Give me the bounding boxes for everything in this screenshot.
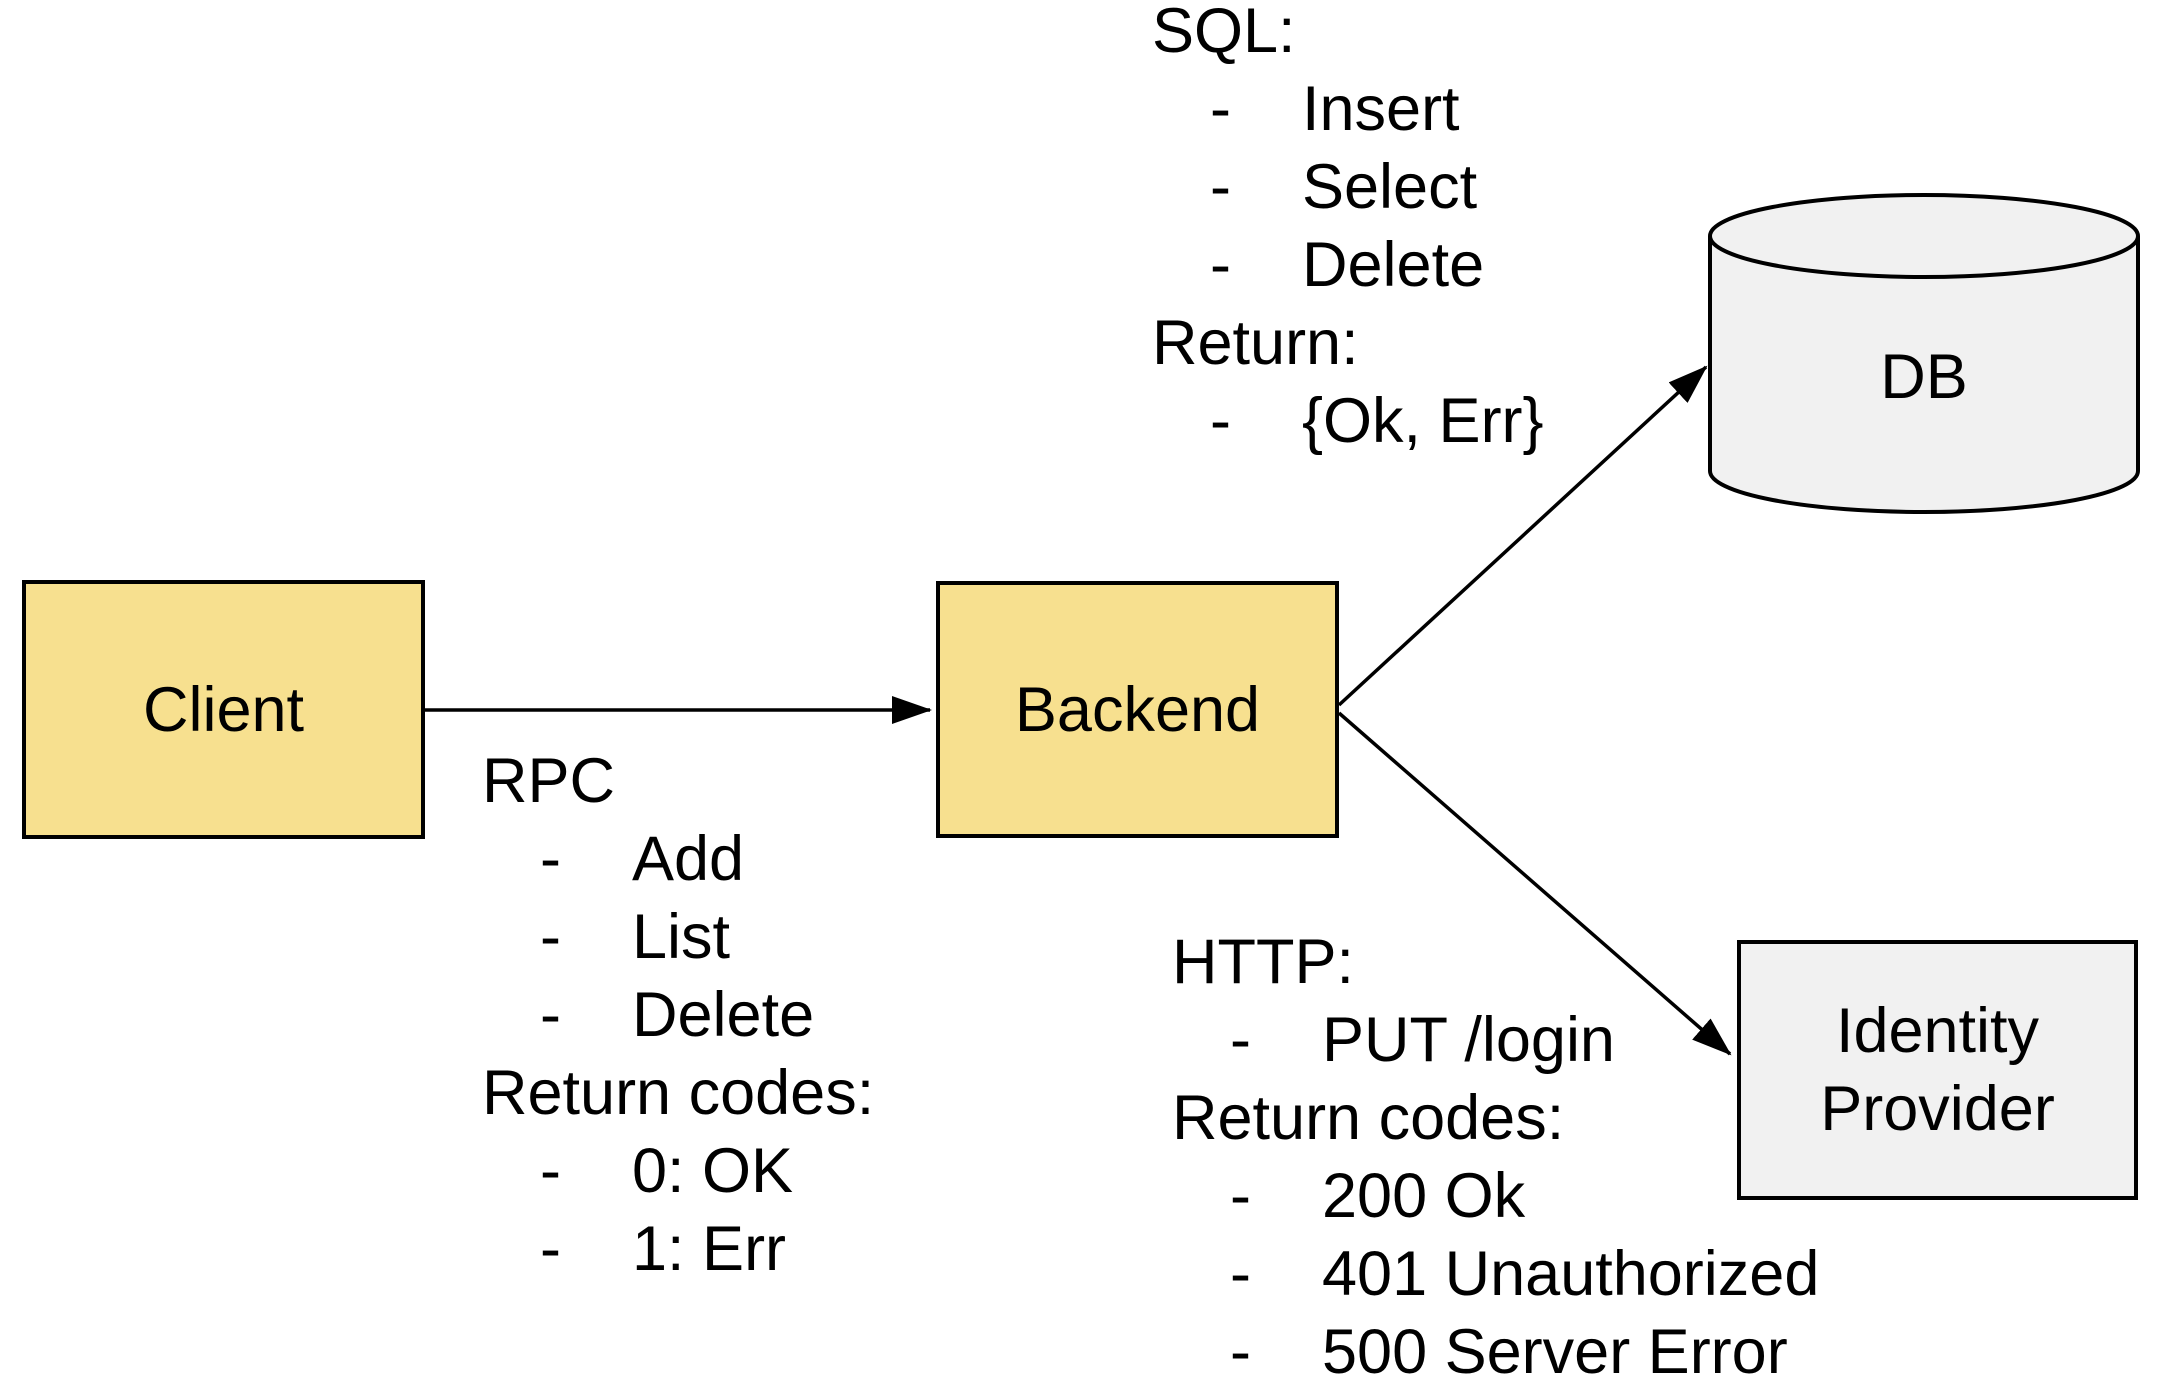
- annotation-rpc-title: RPC: [482, 746, 616, 816]
- node-db-cylinder: [1708, 193, 2140, 514]
- node-db-label: DB: [1880, 342, 1968, 412]
- annotation-http-item: - 401 Unauthorized: [1172, 1235, 1819, 1313]
- bullet-dash: -: [1230, 1239, 1251, 1309]
- annotation-rpc-item-text: Add: [632, 824, 745, 894]
- annotation-rpc-item-text: 0: OK: [632, 1136, 794, 1206]
- annotation-rpc-item-text: 1: Err: [632, 1214, 787, 1284]
- annotation-sql-item-text: Select: [1302, 152, 1478, 222]
- annotation-rpc-item-text: List: [632, 902, 731, 972]
- annotation-rpc-item: - List: [482, 898, 874, 976]
- annotation-rpc-item: - 0: OK: [482, 1132, 874, 1210]
- annotation-http-item-text: 500 Server Error: [1322, 1317, 1788, 1387]
- annotation-http-item: - 200 Ok: [1172, 1157, 1819, 1235]
- annotation-http-item-text: 200 Ok: [1322, 1161, 1526, 1231]
- annotation-http-title: HTTP:: [1172, 927, 1354, 997]
- bullet-dash: -: [540, 1136, 561, 1206]
- bullet-dash: -: [1210, 386, 1231, 456]
- bullet-dash: -: [540, 980, 561, 1050]
- annotation-http-subtitle: Return codes:: [1172, 1083, 1565, 1153]
- annotation-sql-subtitle: Return:: [1152, 308, 1359, 378]
- db-cylinder-top: [1708, 193, 2140, 279]
- bullet-dash: -: [540, 824, 561, 894]
- node-identity-provider-label: Identity Provider: [1820, 996, 2055, 1144]
- annotation-sql: SQL: - Insert - Select - Delete Return: …: [1152, 0, 1544, 460]
- node-backend-label: Backend: [1014, 674, 1261, 745]
- node-identity-provider: Identity Provider: [1737, 940, 2138, 1200]
- bullet-dash: -: [540, 1214, 561, 1284]
- bullet-dash: -: [1210, 230, 1231, 300]
- annotation-rpc-item: - Add: [482, 820, 874, 898]
- node-client-label: Client: [142, 674, 305, 745]
- annotation-rpc-subtitle: Return codes:: [482, 1058, 875, 1128]
- annotation-sql-item-text: Insert: [1302, 74, 1460, 144]
- annotation-sql-item-text: Delete: [1302, 230, 1485, 300]
- annotation-http-item-text: 401 Unauthorized: [1322, 1239, 1820, 1309]
- annotation-http-item-text: PUT /login: [1322, 1005, 1615, 1075]
- annotation-sql-item-text: {Ok, Err}: [1302, 386, 1544, 456]
- annotation-sql-item: - Insert: [1152, 70, 1544, 148]
- bullet-dash: -: [1230, 1317, 1251, 1387]
- annotation-sql-item: - {Ok, Err}: [1152, 382, 1544, 460]
- db-cylinder-body: [1708, 236, 2140, 514]
- annotation-rpc-item: - 1: Err: [482, 1210, 874, 1288]
- bullet-dash: -: [540, 902, 561, 972]
- annotation-rpc-item-text: Delete: [632, 980, 815, 1050]
- node-client: Client: [22, 580, 425, 839]
- bullet-dash: -: [1210, 74, 1231, 144]
- annotation-http-item: - 500 Server Error: [1172, 1313, 1819, 1391]
- bullet-dash: -: [1210, 152, 1231, 222]
- annotation-rpc: RPC - Add - List - Delete Return codes: …: [482, 742, 874, 1288]
- bullet-dash: -: [1230, 1161, 1251, 1231]
- annotation-http-item: - PUT /login: [1172, 1001, 1819, 1079]
- annotation-sql-item: - Select: [1152, 148, 1544, 226]
- node-backend: Backend: [936, 581, 1339, 838]
- annotation-rpc-item: - Delete: [482, 976, 874, 1054]
- annotation-sql-item: - Delete: [1152, 226, 1544, 304]
- annotation-http: HTTP: - PUT /login Return codes: - 200 O…: [1172, 923, 1819, 1391]
- bullet-dash: -: [1230, 1005, 1251, 1075]
- annotation-sql-title: SQL:: [1152, 0, 1296, 66]
